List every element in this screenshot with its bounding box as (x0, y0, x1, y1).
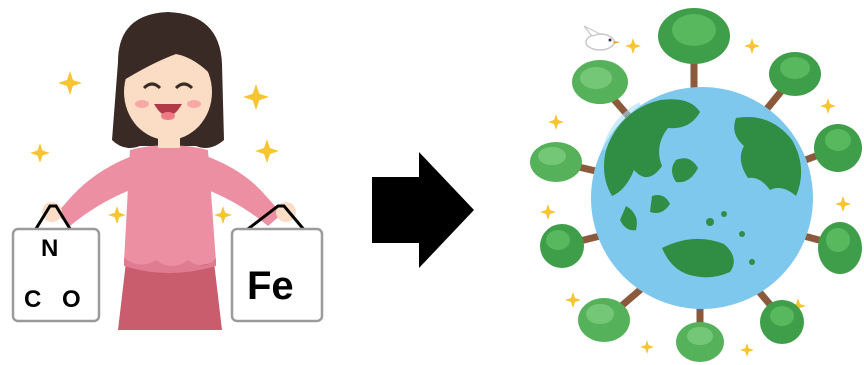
bag-letter-n: N (41, 237, 58, 261)
earth-globe (591, 87, 813, 309)
bag-letter-o: O (62, 288, 81, 312)
right-arrow-icon (372, 152, 474, 268)
bag-letter-c: C (24, 288, 41, 312)
bird-icon (584, 26, 620, 50)
bag-label-fe: Fe (247, 266, 294, 306)
earth-illustration (530, 8, 862, 362)
